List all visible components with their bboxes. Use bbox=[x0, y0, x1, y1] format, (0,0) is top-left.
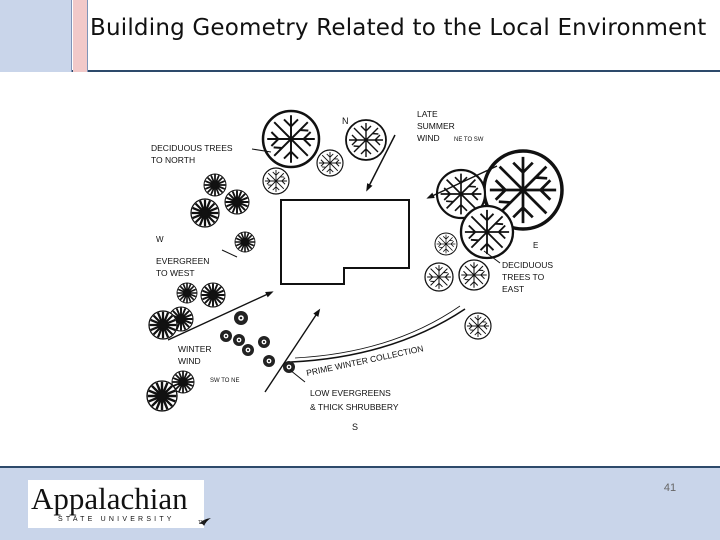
late-summer-line-3: WIND bbox=[417, 133, 440, 143]
east-label: E bbox=[533, 241, 538, 250]
winter-wind-arrow bbox=[167, 291, 274, 341]
evergreen-trees-west bbox=[147, 174, 255, 411]
evergreen-west-line-1: EVERGREEN bbox=[156, 256, 209, 266]
logo-wordmark: Appalachian bbox=[31, 481, 188, 516]
ne-sw-arrow bbox=[426, 165, 498, 199]
slide-footer: Appalachian STATE UNIVERSITY TM 41 bbox=[0, 466, 720, 540]
building-footprint bbox=[280, 199, 410, 285]
low-evergreens-line-2: & THICK SHRUBBERY bbox=[310, 402, 399, 412]
slide-title: Building Geometry Related to the Local E… bbox=[90, 15, 707, 41]
sw-to-ne-label: SW TO NE bbox=[210, 378, 239, 384]
deciduous-north-line-1: DECIDUOUS TREES bbox=[151, 143, 233, 153]
sw-ne-arrow bbox=[264, 308, 321, 393]
deciduous-trees-north bbox=[261, 109, 387, 195]
university-logo: Appalachian STATE UNIVERSITY bbox=[28, 480, 211, 528]
deciduous-east-line-2: TREES TO bbox=[502, 272, 545, 282]
header-accent-blue bbox=[0, 0, 72, 72]
deciduous-north-line-2: TO NORTH bbox=[151, 155, 195, 165]
slide-header: Building Geometry Related to the Local E… bbox=[0, 0, 720, 72]
north-label: N bbox=[342, 116, 349, 126]
deciduous-trees-east bbox=[424, 149, 564, 340]
winter-wind-line-2: WIND bbox=[178, 356, 201, 366]
page-number: 41 bbox=[663, 482, 677, 494]
summer-wind-arrow bbox=[366, 134, 396, 192]
winter-wind-line-1: WINTER bbox=[178, 344, 212, 354]
low-evergreens-line-1: LOW EVERGREENS bbox=[310, 388, 391, 398]
header-accent-pink bbox=[73, 0, 88, 72]
south-label: S bbox=[352, 422, 358, 432]
west-label: W bbox=[156, 235, 164, 244]
deciduous-east-line-1: DECIDUOUS bbox=[502, 260, 553, 270]
leader-lines bbox=[221, 148, 501, 383]
logo-trademark: TM bbox=[198, 520, 206, 526]
site-plan-diagram: N S E W DECIDUOUS TREES TO NORTH LATE SU… bbox=[140, 109, 564, 432]
late-summer-line-2: SUMMER bbox=[417, 121, 455, 131]
deciduous-east-line-3: EAST bbox=[502, 284, 524, 294]
logo-subtitle: STATE UNIVERSITY bbox=[58, 516, 175, 523]
ne-to-sw-label: NE TO SW bbox=[454, 137, 484, 143]
logo-bird-icon bbox=[199, 518, 211, 526]
late-summer-line-1: LATE bbox=[417, 109, 438, 119]
prime-winter-collection-label: PRIME WINTER COLLECTION bbox=[305, 343, 424, 378]
winter-collection-arc bbox=[290, 308, 466, 363]
evergreen-west-line-2: TO WEST bbox=[156, 268, 195, 278]
